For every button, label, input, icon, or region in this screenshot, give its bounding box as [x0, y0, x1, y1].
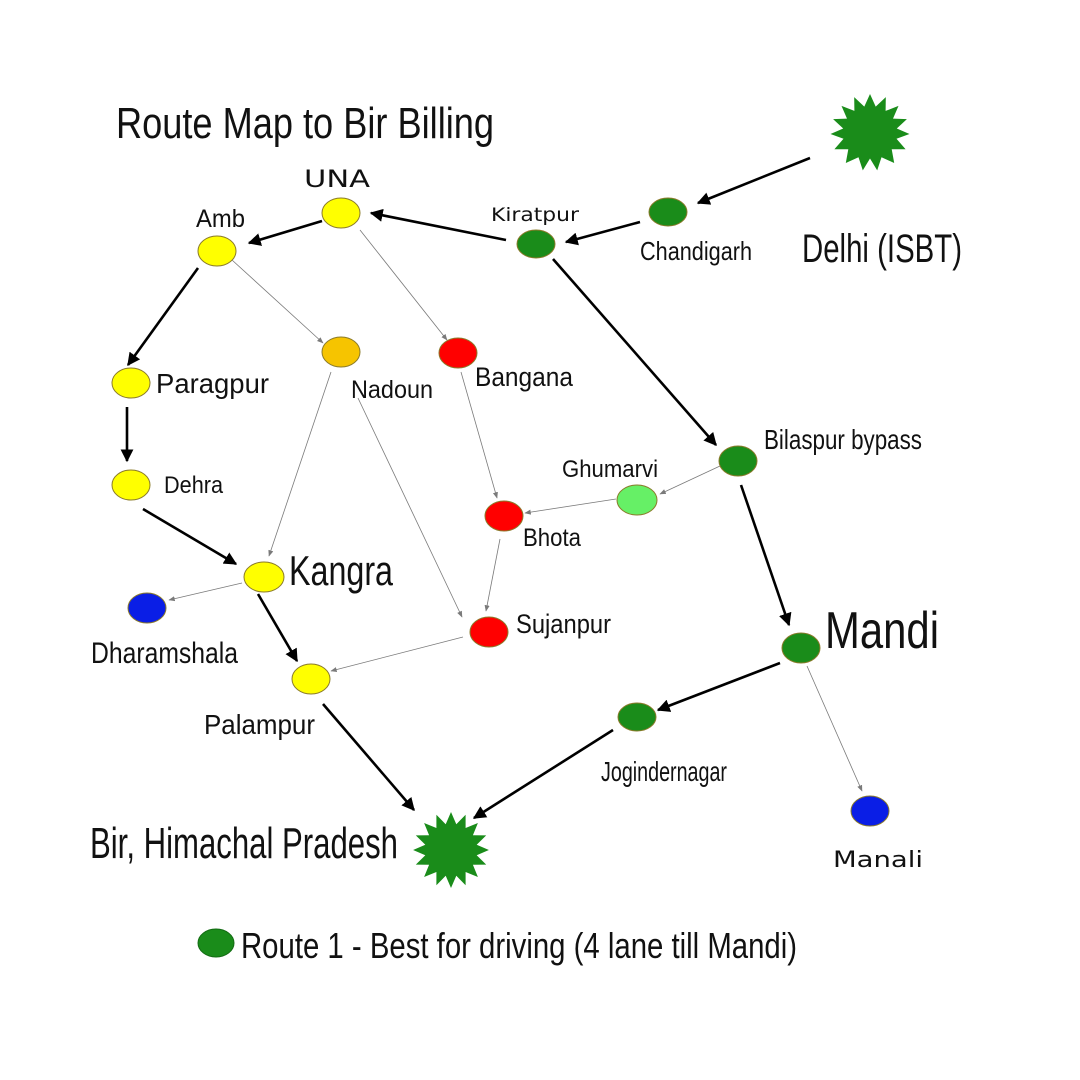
edge-una-amb — [247, 219, 323, 246]
delhi-star-icon — [830, 94, 910, 171]
edge-bangana-bhota — [460, 371, 498, 499]
bir-star-icon — [413, 812, 489, 888]
edge-dehra-kangra — [142, 507, 238, 566]
place-nodes — [111, 197, 890, 827]
label-bilaspur: Bilaspur bypass — [764, 424, 922, 455]
node-sujanpur — [469, 616, 509, 648]
alternate-route-edges — [168, 229, 863, 792]
node-amb — [197, 235, 237, 267]
node-dehra — [111, 469, 151, 501]
node-chandigarh — [648, 197, 688, 227]
edge-una-bangana — [359, 229, 448, 341]
edge-amb-nadoun — [231, 259, 324, 344]
edge-amb-paragpur — [126, 267, 200, 367]
edge-mandi-jogindernagar — [656, 661, 781, 712]
label-dharamshala: Dharamshala — [91, 637, 238, 670]
edge-chandigarh-kiratpur — [564, 220, 641, 246]
label-mandi: Mandi — [825, 602, 939, 660]
edge-sujanpur-palampur — [330, 636, 464, 673]
node-kiratpur — [516, 229, 556, 259]
node-dharamshala — [127, 592, 167, 624]
label-dehra: Dehra — [164, 472, 224, 499]
node-kangra — [243, 561, 285, 593]
label-chandigarh: Chandigarh — [640, 236, 752, 266]
edge-bilaspur-mandi — [739, 484, 792, 627]
main-route-edges — [120, 156, 811, 820]
label-bangana: Bangana — [475, 362, 574, 392]
edge-kiratpur-bilaspur — [552, 258, 717, 446]
map-title: Route Map to Bir Billing — [116, 99, 494, 148]
legend: Route 1 - Best for driving (4 lane till … — [197, 925, 797, 966]
label-ghumarvi: Ghumarvi — [562, 456, 658, 483]
label-manali: Manali — [833, 848, 923, 873]
node-bangana — [438, 337, 478, 369]
edge-bilaspur-ghumarvi — [659, 465, 721, 495]
node-bhota — [484, 500, 524, 532]
label-palampur: Palampur — [204, 709, 315, 740]
label-paragpur: Paragpur — [156, 368, 269, 399]
edge-mandi-manali — [806, 665, 863, 792]
edge-kiratpur-una — [369, 208, 507, 242]
edge-bhota-sujanpur — [484, 538, 501, 612]
node-mandi — [781, 632, 821, 664]
edge-palampur-bir — [322, 703, 415, 811]
edge-nadoun-sujanpur — [357, 397, 463, 618]
edge-nadoun-kangra — [268, 371, 332, 557]
node-manali — [850, 795, 890, 827]
label-kiratpur: Kiratpur — [491, 204, 579, 226]
label-nadoun: Nadoun — [351, 376, 433, 404]
node-paragpur — [111, 367, 151, 399]
label-kangra: Kangra — [289, 547, 393, 594]
label-bir: Bir, Himachal Pradesh — [90, 819, 398, 868]
legend-green-dot-icon — [197, 928, 235, 958]
node-nadoun — [321, 336, 361, 368]
label-una: UNA — [304, 165, 371, 193]
label-jogindernagar: Jogindernagar — [601, 756, 727, 787]
node-ghumarvi — [616, 484, 658, 516]
node-jogindernagar — [617, 702, 657, 732]
node-palampur — [291, 663, 331, 695]
node-bilaspur — [718, 445, 758, 477]
node-una — [321, 197, 361, 229]
edge-kangra-palampur — [256, 593, 299, 663]
label-amb: Amb — [196, 205, 245, 233]
legend-route1-label: Route 1 - Best for driving (4 lane till … — [241, 925, 797, 966]
edge-kangra-dharamshala — [168, 582, 243, 602]
label-bhota: Bhota — [523, 524, 581, 552]
edge-ghumarvi-bhota — [524, 498, 617, 515]
place-labels: Delhi (ISBT) Chandigarh Kiratpur UNA Amb… — [90, 165, 962, 873]
edge-delhi-chandigarh — [696, 156, 811, 205]
label-delhi: Delhi (ISBT) — [802, 227, 962, 271]
edge-jogindernagar-bir — [472, 728, 614, 820]
label-sujanpur: Sujanpur — [516, 609, 611, 639]
